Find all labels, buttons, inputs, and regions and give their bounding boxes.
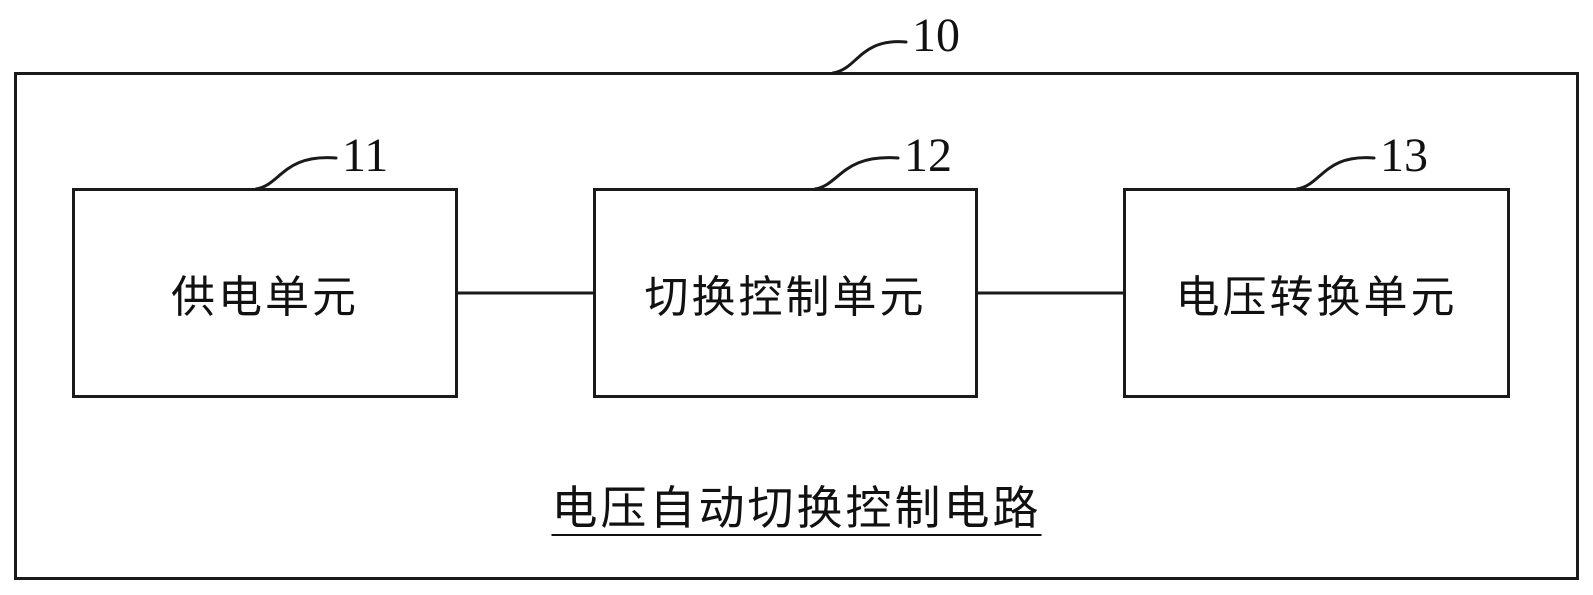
box-power-supply-unit: 供电单元	[72, 188, 458, 398]
figure-caption: 电压自动切换控制电路	[0, 472, 1593, 538]
box-voltage-conversion-unit: 电压转换单元	[1123, 188, 1510, 398]
box-switching-control-unit-label: 切换控制单元	[644, 273, 927, 322]
leader-line-10	[831, 40, 908, 75]
figure-caption-text: 电压自动切换控制电路	[551, 483, 1042, 534]
ref-number-10: 10	[912, 9, 960, 62]
ref-number-13: 13	[1380, 129, 1428, 182]
box-switching-control-unit: 切换控制单元	[593, 188, 978, 398]
box-power-supply-unit-label: 供电单元	[171, 273, 359, 322]
ref-number-12: 12	[904, 129, 952, 182]
ref-number-11: 11	[342, 129, 389, 182]
box-voltage-conversion-unit-label: 电压转换单元	[1175, 273, 1458, 322]
outer-boundary-box	[14, 72, 1579, 580]
